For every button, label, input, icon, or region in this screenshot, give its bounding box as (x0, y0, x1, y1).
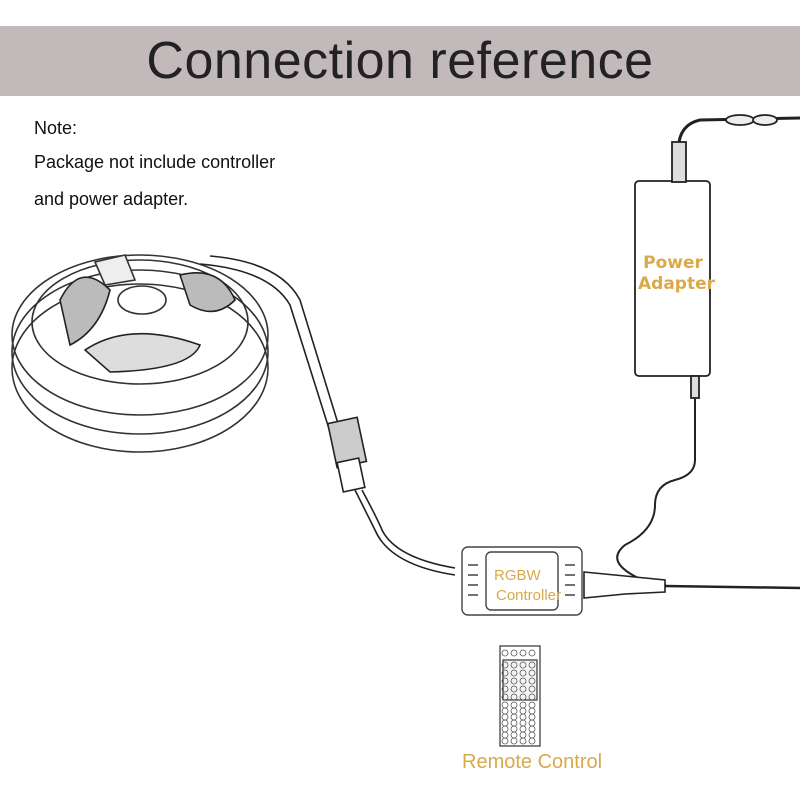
remote-button (510, 661, 518, 669)
note-title: Note: (34, 118, 78, 138)
remote-button (501, 661, 509, 669)
remote-button (519, 661, 527, 669)
title-banner: Connection reference (0, 26, 800, 96)
remote-button (510, 685, 518, 693)
remote-button (519, 685, 527, 693)
remote-button (528, 737, 536, 745)
remote-buttons (501, 649, 536, 745)
remote-button (528, 661, 536, 669)
remote-button (510, 677, 518, 685)
remote-button (510, 737, 518, 745)
remote-button (501, 649, 509, 657)
led-strip-reel-icon (11, 254, 269, 453)
power-adapter-icon (616, 114, 800, 586)
remote-button (528, 685, 536, 693)
remote-control-label: Remote Control (462, 751, 603, 773)
remote-button (519, 649, 527, 657)
remote-button (501, 737, 509, 745)
remote-button (528, 669, 536, 677)
remote-button (501, 669, 509, 677)
remote-button (519, 737, 527, 745)
rgbw-controller-icon (461, 546, 800, 616)
remote-button (528, 693, 536, 701)
note-line: and power adapter. (34, 189, 189, 209)
remote-button (528, 677, 536, 685)
remote-button (501, 677, 509, 685)
power-adapter-label-line: Adapter (638, 274, 716, 294)
remote-button (519, 677, 527, 685)
remote-button (510, 669, 518, 677)
remote-button (519, 693, 527, 701)
power-adapter-label-line: Power (643, 253, 703, 273)
remote-button (501, 693, 509, 701)
remote-button (510, 693, 518, 701)
remote-button (528, 649, 536, 657)
remote-button (519, 669, 527, 677)
strip-cable (199, 255, 456, 576)
power-adapter-label: Power Adapter (638, 253, 716, 295)
remote-button (501, 685, 509, 693)
page-title: Connection reference (146, 32, 654, 90)
note-line: Package not include controller (34, 152, 276, 172)
controller-label-line1: RGBW (494, 567, 541, 584)
controller-label-line2: Controller (496, 587, 562, 604)
remote-button (510, 649, 518, 657)
